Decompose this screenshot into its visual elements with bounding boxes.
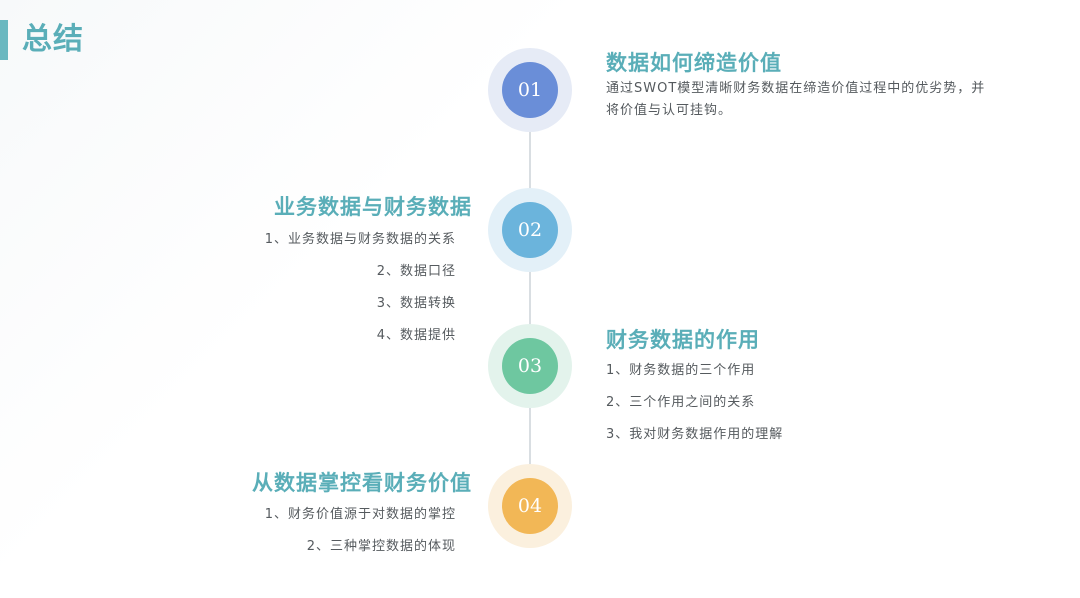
step-03-item-2: 2、三个作用之间的关系 [606,395,756,410]
step-03-circle: 03 [488,324,572,408]
step-01-description-line-2: 将价值与认可挂钩。 [606,103,733,118]
step-02-heading: 业务数据与财务数据 [274,195,472,219]
step-02-item-3: 3、数据转换 [376,296,456,311]
step-02-circle: 02 [488,188,572,272]
step-04-heading: 从数据掌控看财务价值 [252,471,472,495]
step-03-heading: 财务数据的作用 [606,328,760,352]
step-03-item-1: 1、财务数据的三个作用 [606,363,756,378]
title-accent-bar [0,20,8,60]
step-04-item-2: 2、三种掌控数据的体现 [306,539,456,554]
step-02-item-1: 1、业务数据与财务数据的关系 [264,232,456,247]
step-01-circle: 01 [488,48,572,132]
step-02-item-2: 2、数据口径 [376,264,456,279]
page-title: 总结 [22,22,84,57]
step-03-number: 03 [502,338,558,394]
step-03-item-3: 3、我对财务数据作用的理解 [606,427,784,442]
step-01-heading: 数据如何缔造价值 [606,51,782,75]
step-01-number: 01 [502,62,558,118]
step-04-circle: 04 [488,464,572,548]
step-04-item-1: 1、财务价值源于对数据的掌控 [264,507,456,522]
step-01-description-line-1: 通过SWOT模型清晰财务数据在缔造价值过程中的优劣势，并 [606,81,986,96]
step-01-description: 通过SWOT模型清晰财务数据在缔造价值过程中的优劣势，并 将价值与认可挂钩。 [606,78,1026,122]
step-02-item-4: 4、数据提供 [376,328,456,343]
step-02-number: 02 [502,202,558,258]
step-04-number: 04 [502,478,558,534]
timeline-line [529,90,531,510]
